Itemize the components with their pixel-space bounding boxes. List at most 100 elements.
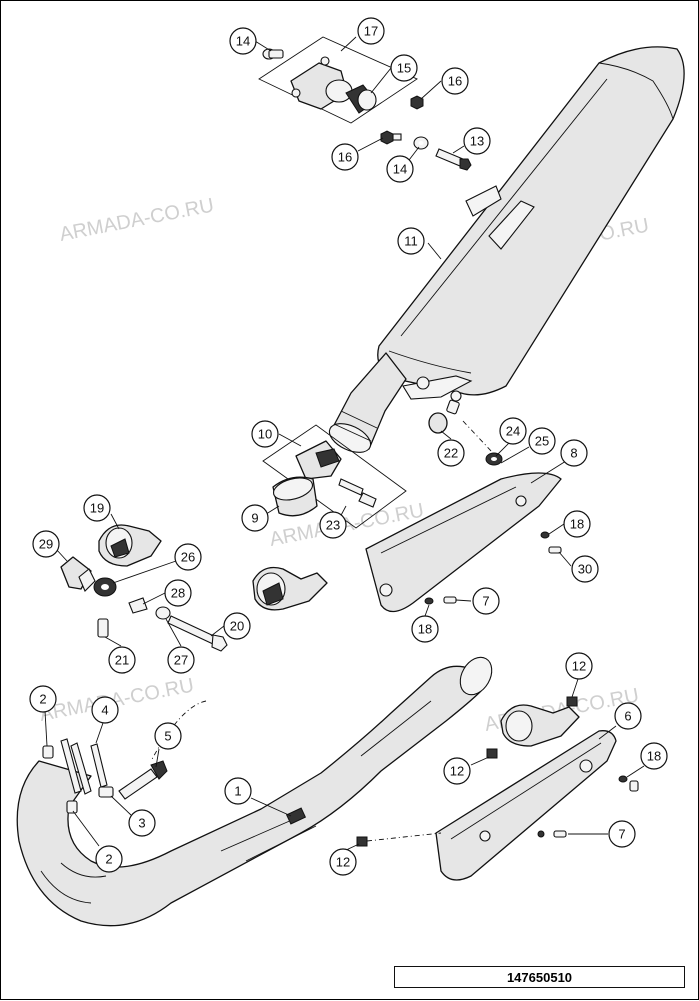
svg-text:4: 4 — [101, 703, 108, 718]
callout-5: 5 — [154, 722, 182, 750]
svg-text:22: 22 — [444, 446, 458, 461]
header-pipe — [16, 656, 493, 927]
svg-text:25: 25 — [535, 434, 549, 449]
slip-sleeve — [272, 476, 318, 517]
callout-18-lower: 18 — [640, 742, 668, 770]
callout-18-upper: 18 — [563, 510, 591, 538]
callout-18-mid: 18 — [411, 615, 439, 643]
svg-text:9: 9 — [251, 511, 258, 526]
callout-14-top: 14 — [229, 27, 257, 55]
sleeve-28 — [128, 597, 148, 614]
svg-text:26: 26 — [181, 550, 195, 565]
nut-16-right — [410, 95, 424, 110]
screw-7-bottom — [537, 830, 567, 838]
heat-shield-upper — [365, 472, 562, 613]
callout-29: 29 — [32, 530, 60, 558]
callout-12-mid: 12 — [443, 757, 471, 785]
svg-text:1: 1 — [234, 784, 241, 799]
svg-text:12: 12 — [336, 855, 350, 870]
grommet-26 — [93, 577, 117, 597]
callout-12-top: 12 — [565, 652, 593, 680]
diagram-reference-number: 147650510 — [394, 966, 685, 988]
callout-7-lower: 7 — [608, 820, 636, 848]
callout-2-top: 2 — [29, 685, 57, 713]
callout-10: 10 — [251, 420, 279, 448]
callout-8: 8 — [560, 439, 588, 467]
clip-nut-12-bottom — [356, 836, 368, 847]
callout-19: 19 — [83, 494, 111, 522]
callout-21: 21 — [108, 646, 136, 674]
svg-text:21: 21 — [115, 653, 129, 668]
callout-28: 28 — [164, 579, 192, 607]
exhaust-clamp-mid — [252, 566, 328, 611]
callout-2-bottom: 2 — [95, 845, 123, 873]
watermark-1: ARMADA-CO.RU — [58, 194, 216, 245]
callout-4: 4 — [91, 696, 119, 724]
clip-nut-12-top — [566, 696, 578, 707]
svg-text:17: 17 — [364, 24, 378, 39]
callout-20: 20 — [223, 612, 251, 640]
svg-text:24: 24 — [506, 424, 520, 439]
callout-11: 11 — [397, 227, 425, 255]
svg-text:15: 15 — [397, 61, 411, 76]
bolt-14-top — [262, 48, 284, 60]
svg-text:18: 18 — [647, 749, 661, 764]
svg-text:10: 10 — [258, 427, 272, 442]
callout-16-right: 16 — [441, 67, 469, 95]
svg-text:8: 8 — [570, 446, 577, 461]
svg-text:23: 23 — [326, 518, 340, 533]
svg-text:19: 19 — [90, 501, 104, 516]
exhaust-clamp-lower — [500, 704, 580, 747]
washer-18-upper — [540, 531, 550, 539]
callout-22: 22 — [437, 439, 465, 467]
svg-text:16: 16 — [338, 150, 352, 165]
screw-30 — [548, 546, 562, 554]
callout-13: 13 — [463, 127, 491, 155]
screw-7-upper — [443, 596, 457, 604]
top-mount-bracket — [258, 36, 418, 124]
svg-text:5: 5 — [164, 729, 171, 744]
lambda-sensor — [98, 760, 168, 800]
callout-9: 9 — [241, 504, 269, 532]
washer-18-mid — [424, 597, 434, 605]
callout-27: 27 — [167, 646, 195, 674]
svg-text:12: 12 — [450, 764, 464, 779]
callout-23: 23 — [319, 511, 347, 539]
muffler-silencer — [328, 46, 685, 453]
screw-7-right — [629, 780, 639, 792]
svg-text:11: 11 — [404, 234, 418, 249]
washer-14 — [413, 136, 429, 150]
callout-30: 30 — [571, 555, 599, 583]
svg-text:7: 7 — [618, 827, 625, 842]
svg-text:30: 30 — [578, 562, 592, 577]
bolt-20 — [167, 615, 228, 652]
callout-14-mid: 14 — [386, 155, 414, 183]
callout-25: 25 — [528, 427, 556, 455]
gasket-2-bottom — [66, 800, 78, 814]
bracket-29 — [60, 556, 96, 592]
rubber-grommet — [428, 399, 460, 434]
watermark-4: ARMADA-CO.RU — [38, 674, 196, 725]
callout-16-left: 16 — [331, 143, 359, 171]
gasket-4 — [60, 738, 108, 795]
svg-text:2: 2 — [105, 852, 112, 867]
clip-nut-12-mid — [486, 748, 498, 759]
svg-text:16: 16 — [448, 74, 462, 89]
washer-24 — [485, 452, 503, 466]
svg-text:12: 12 — [572, 659, 586, 674]
callout-1: 1 — [224, 777, 252, 805]
callout-7-upper: 7 — [472, 587, 500, 615]
svg-text:2: 2 — [39, 692, 46, 707]
clamp-set — [262, 424, 407, 529]
gasket-2-top — [42, 745, 54, 759]
heat-shield-lower — [435, 730, 617, 881]
callout-6: 6 — [614, 702, 642, 730]
callout-15: 15 — [390, 54, 418, 82]
svg-text:14: 14 — [393, 162, 407, 177]
clamp-19 — [98, 524, 162, 567]
washer-18-lower — [618, 775, 628, 783]
svg-text:27: 27 — [174, 653, 188, 668]
svg-text:18: 18 — [418, 622, 432, 637]
